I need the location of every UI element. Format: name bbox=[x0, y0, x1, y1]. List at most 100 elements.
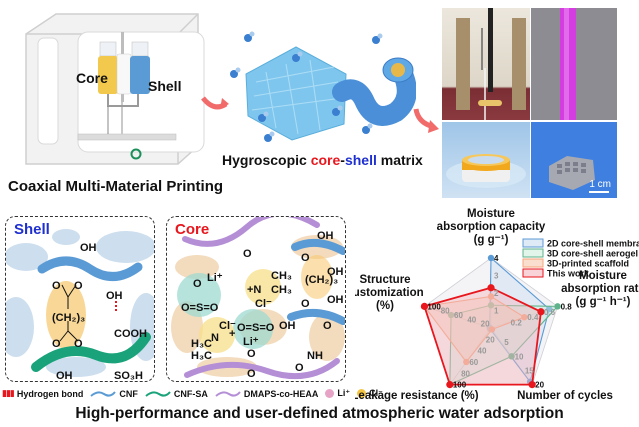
arrow-icon bbox=[413, 108, 439, 133]
cl-ion-icon bbox=[357, 389, 367, 398]
matrix-title-core: core bbox=[310, 152, 341, 168]
radar-axis-label: Moisture bbox=[579, 270, 627, 282]
legend-swatch bbox=[522, 248, 544, 258]
legend-item-hydrogen-bond: ▮▮▮ Hydrogen bond bbox=[2, 388, 83, 399]
radar-tick-label: 3 bbox=[494, 272, 499, 281]
radar-tick-label: 40 bbox=[478, 347, 487, 356]
chem-label: OH bbox=[106, 290, 123, 302]
shell-panel: OH O O (CH₂)₃ OH O O COOH OH SO₃H Shell bbox=[5, 216, 155, 382]
chem-label: O bbox=[52, 280, 61, 292]
legend-label: This work bbox=[547, 269, 590, 279]
core-label: Core bbox=[76, 70, 108, 86]
chem-label: OH bbox=[317, 230, 334, 242]
legend-swatch bbox=[522, 238, 544, 248]
chem-label: + bbox=[229, 328, 235, 340]
lattice-scaffold-photo: 1 cm bbox=[531, 122, 617, 198]
radar-tick-label: 0.4 bbox=[527, 313, 539, 322]
matrix-title-suffix: matrix bbox=[376, 152, 423, 168]
printing-nozzle-photo bbox=[442, 8, 530, 120]
radar-tick-label: 15 bbox=[525, 366, 534, 375]
radar-axis-label: Moisture bbox=[467, 208, 515, 220]
chem-label: H₃C bbox=[191, 350, 212, 362]
hydrogen-bond-icon: ▮▮▮ bbox=[2, 388, 15, 398]
legend-label: 2D core-shell membrane bbox=[547, 239, 639, 249]
chem-label: O bbox=[74, 280, 83, 292]
chem-label: Cl⁻ bbox=[219, 320, 236, 332]
radar-tick-label: 5 bbox=[504, 338, 509, 347]
radar-axis-label: Number of cycles bbox=[517, 390, 613, 402]
fluorescent-fiber-photo bbox=[531, 8, 617, 120]
chem-label: O=S=O bbox=[237, 322, 275, 334]
chem-label: CH₃ bbox=[271, 284, 292, 296]
radar-data-point bbox=[521, 313, 528, 321]
chem-label: O bbox=[243, 248, 252, 260]
radar-axis-label: (%) bbox=[376, 300, 394, 312]
chem-label: O=S=O bbox=[181, 302, 219, 314]
legend-label: CNF bbox=[119, 388, 138, 399]
radar-series-area bbox=[423, 295, 526, 363]
radar-data-point bbox=[446, 381, 454, 389]
chem-label: N bbox=[211, 332, 219, 344]
radar-data-point bbox=[487, 302, 495, 309]
chem-label: Cl⁻ bbox=[255, 298, 272, 310]
chem-label: +N bbox=[247, 284, 261, 296]
legend-item-cnf-sa: CNF-SA bbox=[145, 389, 208, 399]
chem-label: (CH₂)₃ bbox=[305, 274, 338, 286]
chem-label: (CH₂)₃ bbox=[52, 312, 85, 324]
legend-label: Hydrogen bond bbox=[16, 388, 84, 399]
legend-swatch bbox=[522, 268, 544, 278]
chem-label: COOH bbox=[114, 328, 147, 340]
radar-tick-label: 100 bbox=[453, 381, 467, 390]
radar-axis-label: (g g⁻¹) bbox=[474, 234, 509, 246]
legend-label: Cl⁻ bbox=[369, 388, 383, 398]
chem-label: O bbox=[247, 368, 256, 380]
radar-data-point bbox=[420, 302, 429, 310]
chem-label: H₃C bbox=[191, 338, 212, 350]
scale-bar-label: 1 cm bbox=[589, 179, 611, 190]
radar-data-point bbox=[546, 305, 553, 313]
radar-spoke bbox=[424, 306, 492, 329]
chem-label: Li⁺ bbox=[207, 272, 223, 284]
radar-series-area bbox=[423, 286, 542, 386]
cnf-sa-wave-icon bbox=[145, 390, 171, 397]
radar-tick-label: 0.6 bbox=[544, 308, 556, 317]
radar-tick-label: 80 bbox=[441, 307, 450, 316]
chem-label: OH bbox=[56, 370, 73, 382]
radar-tick-label: 20 bbox=[535, 381, 544, 390]
li-ion-icon bbox=[325, 389, 335, 398]
bottom-title: High-performance and user-defined atmosp… bbox=[75, 405, 564, 422]
radar-data-point bbox=[537, 308, 545, 316]
chem-label: O bbox=[301, 252, 310, 264]
radar-tick-label: 60 bbox=[469, 358, 478, 367]
dmaps-wave-icon bbox=[215, 390, 241, 397]
radar-data-point bbox=[528, 381, 536, 389]
core-panel-title: Core bbox=[175, 221, 210, 238]
chem-label: SO₃H bbox=[114, 370, 143, 382]
legend-label: DMAPS-co-HEAA bbox=[243, 388, 319, 399]
radar-tick-label: 2 bbox=[494, 289, 499, 298]
radar-tick-label: 100 bbox=[427, 302, 441, 311]
radar-axis-label: Leakage resistance (%) bbox=[355, 390, 479, 402]
core-shell-matrix-illustration bbox=[226, 12, 417, 147]
radar-tick-label: 20 bbox=[481, 320, 490, 329]
cnf-wave-icon bbox=[90, 390, 117, 397]
radar-tick-label: 4 bbox=[494, 254, 499, 263]
chem-label: O bbox=[323, 320, 332, 332]
radar-series-area bbox=[449, 304, 559, 386]
radar-tick-label: 60 bbox=[454, 311, 463, 320]
radar-data-point bbox=[487, 284, 495, 292]
ring-structure-photo bbox=[442, 122, 530, 198]
chem-label: O bbox=[301, 298, 310, 310]
radar-tick-label: 0.2 bbox=[511, 319, 523, 328]
radar-axis-label: Structure bbox=[359, 274, 410, 286]
radar-data-point bbox=[447, 311, 455, 319]
coaxial-printer-illustration: Core Shell bbox=[8, 6, 208, 166]
chem-label: OH bbox=[327, 266, 344, 278]
chem-label: O bbox=[74, 338, 83, 350]
scale-bar bbox=[589, 191, 609, 193]
radar-tick-label: 0.8 bbox=[561, 302, 573, 311]
legend-swatch bbox=[522, 258, 544, 268]
chem-label: CH₃ bbox=[271, 270, 292, 282]
radar-tick-label: 40 bbox=[467, 315, 476, 324]
legend-item-li: Li⁺ bbox=[325, 388, 350, 399]
